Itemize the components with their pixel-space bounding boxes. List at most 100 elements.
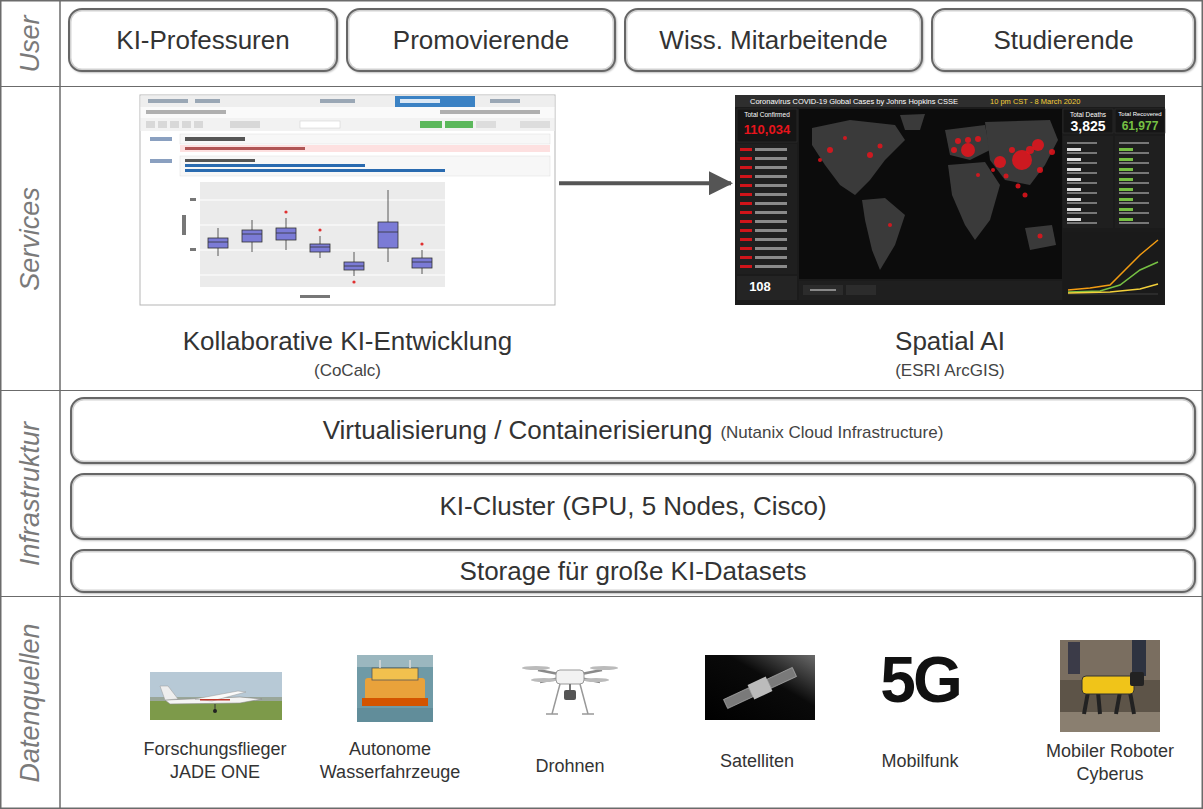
- notebook-screenshot-part-part: [310, 247, 330, 248]
- caption-block: Spatial AI (ESRI ArcGIS): [895, 327, 1005, 380]
- map-dashboard-screenshot-part-part: [994, 156, 1006, 168]
- notebook-screenshot-part: [146, 110, 226, 114]
- map-dashboard-screenshot-part-part: [1038, 234, 1043, 239]
- map-dashboard-screenshot-part-part: [867, 152, 873, 158]
- box-label: Storage für große KI-Datasets: [460, 556, 807, 587]
- notebook-screenshot-part: [185, 169, 445, 172]
- infrastructure-box: KI-Cluster (GPU, 5 Nodes, Cisco): [70, 473, 1196, 540]
- screenshot-title: Coronavirus COVID-19 Global Cases by Joh…: [750, 97, 985, 106]
- screenshot-number: 108: [740, 279, 780, 295]
- boat-photo-part: [362, 698, 428, 706]
- notebook-screenshot-part: [420, 242, 423, 245]
- drone-photo-part: [531, 678, 557, 682]
- map-dashboard-screenshot-part: [1068, 294, 1158, 295]
- aircraft-photo-part: [195, 691, 246, 701]
- service-tool: (ESRI ArcGIS): [895, 361, 1005, 381]
- map-dashboard-screenshot-part: [1063, 232, 1163, 300]
- service-title: Spatial AI: [895, 327, 1005, 357]
- box-label: Studierende: [993, 25, 1133, 56]
- satellite-photo-part: [705, 655, 815, 720]
- map-dashboard-screenshot-part: [1063, 136, 1113, 228]
- service-title: Kollaborative KI-Entwicklung: [183, 327, 513, 357]
- boat-photo-part: [357, 708, 433, 722]
- drone-photo-part: [590, 666, 618, 670]
- drone-photo-part: [546, 713, 558, 715]
- map-dashboard-screenshot-part: [737, 146, 797, 272]
- map-dashboard-screenshot-part-part: [888, 223, 892, 227]
- map-dashboard-screenshot-part-part: [827, 147, 833, 153]
- map-dashboard-screenshot-part-part: [1023, 193, 1028, 198]
- notebook-screenshot-part: [400, 99, 440, 103]
- notebook-screenshot-part: [190, 248, 196, 251]
- notebook-screenshot-part: [208, 190, 432, 276]
- robot-photo-part: [1098, 692, 1100, 714]
- screenshot-number: 110,034: [738, 122, 796, 138]
- robot-photo-part: [1116, 692, 1120, 714]
- robot-photo-part: [1082, 676, 1134, 694]
- notebook-screenshot-part: [140, 95, 555, 305]
- drone-photo-part: [582, 713, 594, 715]
- drone-photo-part: [580, 684, 588, 714]
- flow-arrow: [559, 181, 731, 185]
- layer-title: User: [15, 15, 46, 72]
- map-dashboard-screenshot-part-part: [965, 137, 971, 143]
- notebook-screenshot-part-part: [276, 228, 296, 240]
- satellite-photo-part-part: [723, 688, 753, 709]
- map-dashboard-screenshot-part-part: [1032, 139, 1044, 151]
- notebook-screenshot-part: [520, 121, 550, 128]
- notebook-screenshot-part: [445, 121, 473, 128]
- map-dashboard-screenshot-part-part: [818, 158, 822, 162]
- box-label: KI-Professuren: [116, 25, 289, 56]
- source-caption: Forschungsflieger JADE ONE: [130, 738, 300, 783]
- aircraft-photo-part: [200, 699, 230, 701]
- user-box: Wiss. Mitarbeitende: [624, 8, 923, 72]
- notebook-screenshot-part: [230, 121, 260, 128]
- boat-photo-part: [379, 660, 381, 668]
- drone-photo-part: [583, 678, 609, 682]
- layer-title: Services: [15, 187, 46, 291]
- drone-photo-part: [552, 684, 560, 714]
- notebook-screenshot-part: [320, 99, 355, 103]
- user-box: Promovierende: [346, 8, 616, 72]
- logo-text: 5G: [868, 648, 972, 712]
- service-tool: (CoCalc): [183, 361, 513, 381]
- map-dashboard-screenshot-part-part: [862, 198, 905, 270]
- notebook-screenshot-part: [284, 210, 287, 213]
- satellite-photo-part: [722, 665, 798, 712]
- map-dashboard-screenshot-part-part: [951, 147, 957, 153]
- map-dashboard-screenshot-part: [1063, 142, 1113, 226]
- infrastructure-box: Virtualisierung / Containerisierung(Nuta…: [70, 397, 1196, 464]
- drone-photo-part: [564, 690, 576, 700]
- notebook-screenshot-part: [318, 228, 321, 231]
- map-dashboard-screenshot-part-part: [976, 173, 980, 177]
- notebook-screenshot-part: [200, 182, 445, 287]
- notebook-screenshot-part-part: [208, 242, 228, 243]
- map-dashboard-screenshot-part-part: [985, 120, 1058, 185]
- robot-photo-part: [1084, 692, 1088, 714]
- box-label: Virtualisierung / Containerisierung: [323, 415, 713, 446]
- map-dashboard-screenshot-part: [818, 136, 1055, 239]
- aircraft-photo-part: [160, 686, 178, 700]
- source-caption: Autonome Wasserfahrzeuge: [315, 738, 465, 783]
- notebook-screenshot-part-part: [378, 222, 398, 248]
- robot-photo-part: [1068, 642, 1080, 674]
- notebook-screenshot-part-part: [378, 232, 398, 233]
- notebook-screenshot-part: [200, 225, 445, 226]
- map-dashboard-screenshot-part: [1115, 136, 1165, 228]
- notebook-screenshot: [140, 95, 555, 305]
- map-dashboard-screenshot-part-part: [961, 143, 975, 157]
- screenshot-date: 10 pm CST - 8 March 2020: [990, 97, 1110, 106]
- boat-photo: [357, 655, 433, 722]
- notebook-screenshot-part: [148, 99, 188, 103]
- notebook-screenshot-part: [170, 121, 179, 128]
- notebook-screenshot-part: [300, 121, 340, 128]
- source-caption: Mobilfunk: [860, 750, 980, 773]
- robot-photo-part: [1130, 692, 1134, 714]
- notebook-screenshot-part-part: [412, 258, 432, 268]
- screenshot-text: Total Confirmed: [738, 111, 796, 119]
- layer-title: Infrastruktur: [15, 421, 46, 565]
- map-dashboard-screenshot-part: [803, 285, 843, 295]
- notebook-screenshot-part: [190, 198, 196, 201]
